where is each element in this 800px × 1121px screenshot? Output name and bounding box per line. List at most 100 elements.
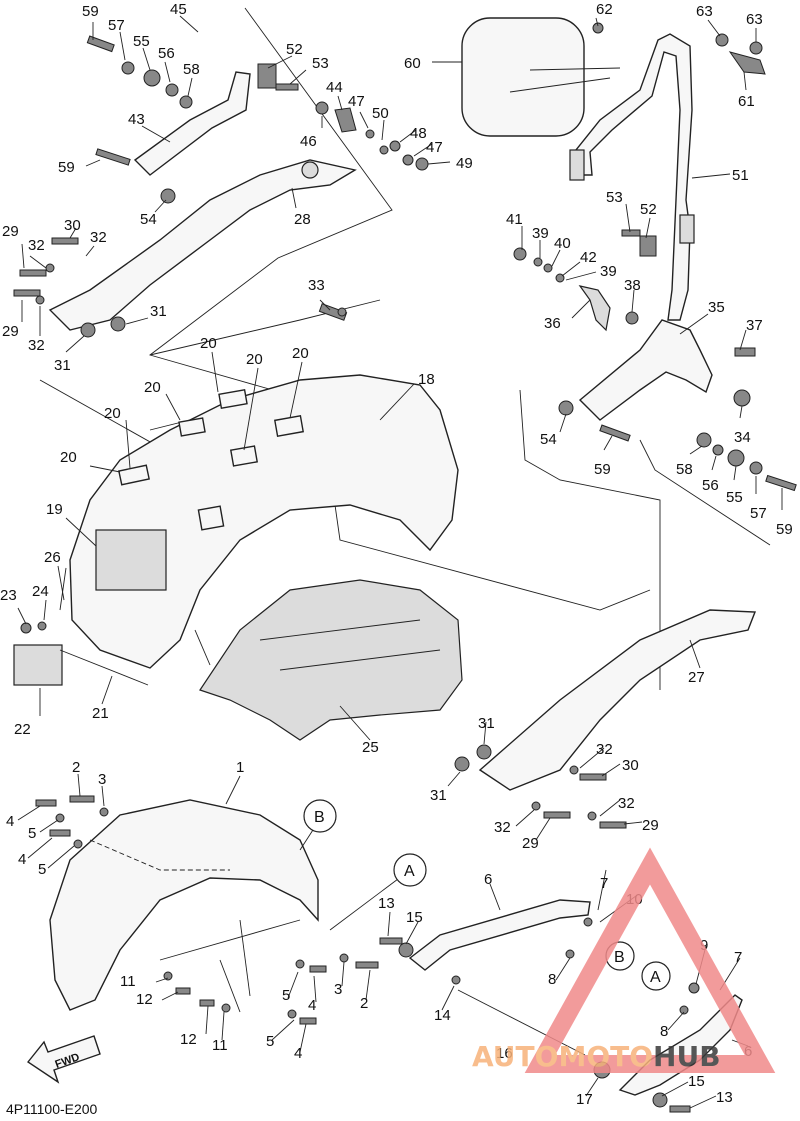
reference-circle-a xyxy=(393,853,427,887)
part-label: 47 xyxy=(348,93,365,110)
backrest-bar xyxy=(569,33,695,321)
part-label: 5 xyxy=(28,825,36,842)
part-label: 59 xyxy=(594,461,611,478)
part-label: 35 xyxy=(708,299,725,316)
part-label: 40 xyxy=(554,235,571,252)
part-label: 63 xyxy=(746,11,763,28)
reference-label-b-small: B xyxy=(614,949,625,966)
watermark-triangle xyxy=(524,847,776,1073)
part-label: 31 xyxy=(478,715,495,732)
part-label: 56 xyxy=(158,45,175,62)
part-label: 31 xyxy=(150,303,167,320)
part-label: 57 xyxy=(750,505,767,522)
watermark-hub: HUB xyxy=(653,1040,721,1073)
part-label: 12 xyxy=(136,991,153,1008)
part-label: 20 xyxy=(104,405,121,422)
part-label: 21 xyxy=(92,705,109,722)
part-labels: 59 57 55 56 58 45 43 59 52 53 46 44 47 5… xyxy=(0,1,793,1108)
part-label: 63 xyxy=(696,3,713,20)
part-label: 30 xyxy=(622,757,639,774)
part-label: 31 xyxy=(54,357,71,374)
part-label: 2 xyxy=(360,995,368,1012)
part-label: 11 xyxy=(212,1037,228,1054)
reference-label-a: A xyxy=(404,863,415,880)
inner-fender xyxy=(199,579,463,741)
part-label: 31 xyxy=(430,787,447,804)
part-label: 45 xyxy=(170,1,187,18)
part-label: 42 xyxy=(580,249,597,266)
part-label: 59 xyxy=(776,521,793,538)
part-label: 43 xyxy=(128,111,145,128)
part-label: 47 xyxy=(426,139,443,156)
part-label: 5 xyxy=(282,987,290,1004)
part-label: 55 xyxy=(133,33,150,50)
part-label: 1 xyxy=(236,759,244,776)
part-label: 3 xyxy=(334,981,342,998)
diagram-code: 4P11100-E200 xyxy=(6,1101,98,1117)
part-label: 54 xyxy=(140,211,157,228)
part-label: 24 xyxy=(32,583,49,600)
part-label: 25 xyxy=(362,739,379,756)
part-label: 49 xyxy=(456,155,473,172)
part-label: 32 xyxy=(494,819,511,836)
part-label: 32 xyxy=(90,229,107,246)
part-label: 32 xyxy=(596,741,613,758)
part-label: 29 xyxy=(2,223,19,240)
part-label: 53 xyxy=(606,189,623,206)
part-label: 20 xyxy=(292,345,309,362)
part-label: 29 xyxy=(642,817,659,834)
part-label: 20 xyxy=(246,351,263,368)
part-label: 26 xyxy=(44,549,61,566)
part-label: 19 xyxy=(46,501,63,518)
part-label: 62 xyxy=(596,1,613,18)
part-label: 58 xyxy=(183,61,200,78)
part-label: 20 xyxy=(144,379,161,396)
part-label: 28 xyxy=(294,211,311,228)
part-label: 41 xyxy=(506,211,523,228)
part-label: 39 xyxy=(600,263,617,280)
part-label: 23 xyxy=(0,587,17,604)
part-label: 53 xyxy=(312,55,329,72)
part-label: 32 xyxy=(28,237,45,254)
sissy-bar-stay-left xyxy=(48,71,357,331)
part-label: 12 xyxy=(180,1031,197,1048)
svg-text:AUTOMOTOHUB: AUTOMOTOHUB xyxy=(472,1040,721,1073)
part-label: 48 xyxy=(410,125,427,142)
part-label: 8 xyxy=(660,1023,668,1040)
part-label: 17 xyxy=(576,1091,593,1108)
part-label: 32 xyxy=(28,337,45,354)
license-hardware xyxy=(13,567,149,686)
fwd-arrow: FWD xyxy=(26,1035,101,1084)
part-label: 20 xyxy=(200,335,217,352)
part-label: 29 xyxy=(2,323,19,340)
part-label: 18 xyxy=(418,371,435,388)
part-label: 13 xyxy=(716,1089,733,1106)
part-label: 7 xyxy=(734,949,742,966)
part-label: 55 xyxy=(726,489,743,506)
part-label: 59 xyxy=(58,159,75,176)
part-label: 4 xyxy=(18,851,26,868)
part-label: 39 xyxy=(532,225,549,242)
part-label: 4 xyxy=(294,1045,302,1062)
part-label: 7 xyxy=(600,875,608,892)
part-label: 15 xyxy=(406,909,423,926)
part-label: 44 xyxy=(326,79,343,96)
part-label: 52 xyxy=(286,41,303,58)
reference-label-b: B xyxy=(314,809,325,826)
watermark-auto: AUTO xyxy=(472,1040,558,1073)
part-label: 34 xyxy=(734,429,751,446)
part-label: 59 xyxy=(82,3,99,20)
part-label: 22 xyxy=(14,721,31,738)
part-label: 52 xyxy=(640,201,657,218)
part-label: 2 xyxy=(72,759,80,776)
part-label: 27 xyxy=(688,669,705,686)
part-label: 11 xyxy=(120,973,136,990)
reference-circle-a-small xyxy=(641,961,671,991)
watermark-logo: AUTOMOTOHUB xyxy=(472,847,776,1073)
watermark-moto: MOTO xyxy=(558,1040,653,1073)
part-label: 57 xyxy=(108,17,125,34)
reference-label-a-small: A xyxy=(650,969,661,986)
part-label: 51 xyxy=(732,167,749,184)
part-label: 8 xyxy=(548,971,556,988)
